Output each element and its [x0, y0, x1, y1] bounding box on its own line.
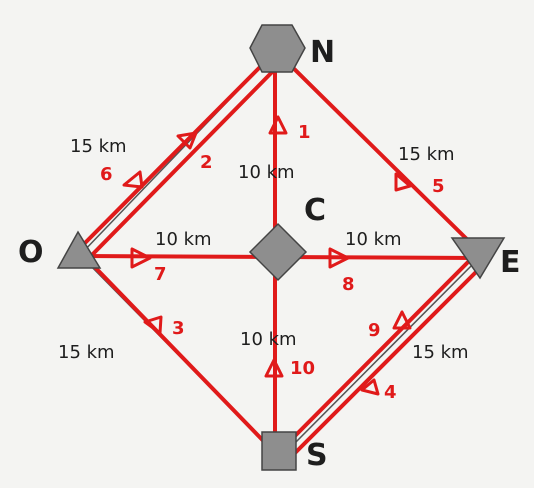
node-e-label: E	[500, 245, 521, 280]
arrow-5	[394, 172, 412, 192]
edge-n-o-a	[74, 53, 274, 254]
distance-n-o: 15 km	[70, 136, 127, 157]
distance-c-n: 10 km	[238, 162, 295, 183]
distance-n-e: 15 km	[398, 144, 455, 165]
edge-number-7: 7	[154, 264, 167, 285]
arrow-1	[268, 115, 288, 135]
distance-o-s: 15 km	[58, 342, 115, 363]
node-s-label: S	[306, 438, 328, 473]
edge-s-e-b	[286, 258, 490, 462]
arrow-8	[328, 247, 350, 269]
arrow-7	[130, 247, 152, 269]
edge-number-1: 1	[298, 122, 311, 143]
distance-o-c: 10 km	[155, 229, 212, 250]
node-s-square	[261, 431, 297, 471]
arrow-markers	[122, 115, 412, 396]
node-c-label: C	[304, 193, 326, 228]
arrow-6	[122, 170, 144, 189]
edge-number-4: 4	[384, 382, 397, 403]
arrow-10	[264, 358, 284, 378]
node-n-hexagon	[249, 24, 306, 73]
edge-number-10: 10	[290, 358, 315, 379]
edge-s-e-a	[274, 250, 480, 457]
node-o-triangle	[56, 230, 102, 269]
edge-number-3: 3	[172, 318, 185, 339]
node-c-diamond	[248, 222, 308, 282]
node-n-label: N	[310, 35, 335, 70]
arrow-3	[143, 315, 163, 335]
edge-number-6: 6	[100, 164, 113, 185]
edge-o-s	[84, 256, 282, 460]
edge-n-o-b	[86, 60, 284, 261]
edge-number-9: 9	[368, 320, 381, 341]
node-o-label: O	[18, 235, 44, 270]
distance-s-c: 10 km	[240, 329, 297, 350]
arrow-4	[360, 378, 380, 396]
distance-c-e: 10 km	[345, 229, 402, 250]
arrow-2	[176, 131, 198, 150]
edge-number-2: 2	[200, 152, 213, 173]
arrow-9	[392, 310, 412, 330]
distance-s-e: 15 km	[412, 342, 469, 363]
edge-number-8: 8	[342, 274, 355, 295]
node-e-triangle	[450, 237, 506, 280]
edge-number-5: 5	[432, 176, 445, 197]
outer-edges	[74, 53, 490, 462]
edge-n-e	[278, 53, 486, 258]
